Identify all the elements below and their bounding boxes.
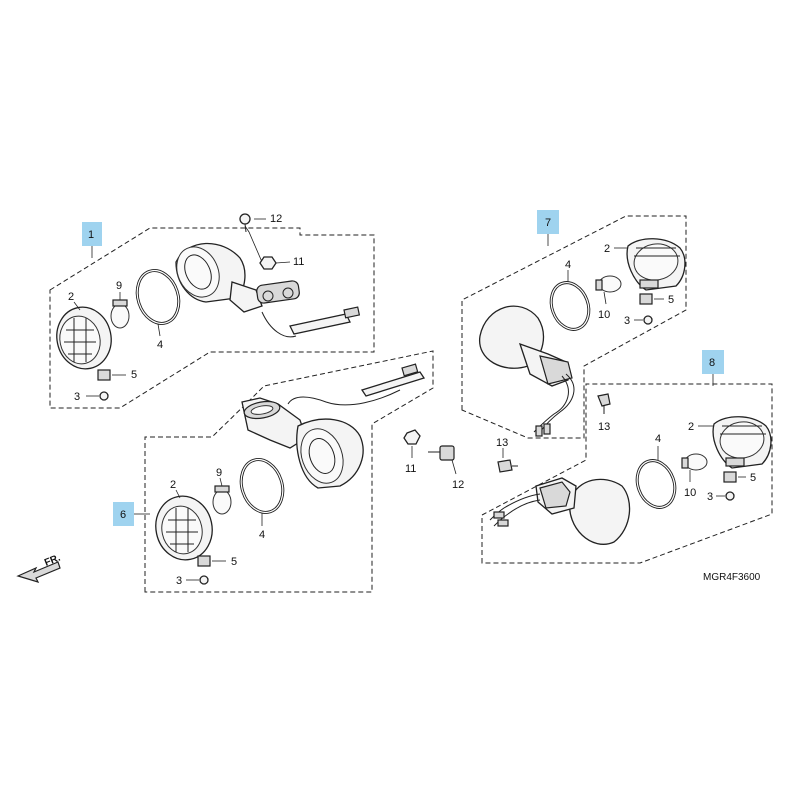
- assembly-front-left: 12 11 4 9 2 5: [49, 213, 375, 409]
- assembly-front-right: 11 12 4 9 2: [113, 350, 464, 593]
- callout-12: 12: [270, 213, 282, 225]
- lens: [155, 495, 213, 561]
- rear-bolt-upper: [597, 393, 611, 414]
- callout-3: 3: [176, 575, 182, 587]
- callout-4: 4: [655, 433, 661, 445]
- winker-housing: [489, 477, 631, 545]
- bulb: [595, 275, 622, 293]
- callout-5: 5: [131, 369, 137, 381]
- lens: [626, 238, 686, 291]
- screw: [99, 391, 109, 401]
- lens: [56, 306, 112, 370]
- nut: [639, 293, 653, 305]
- bulb: [110, 299, 130, 329]
- rear-bolt-lower: [497, 459, 518, 473]
- rubber-ring: [135, 269, 181, 325]
- nut: [97, 369, 111, 381]
- group-tag-8: 8: [709, 357, 715, 369]
- assembly-rear-right: 4 10 2 5 3 8: [481, 350, 773, 564]
- callout-10: 10: [684, 487, 696, 499]
- callout-4: 4: [157, 339, 163, 351]
- nut: [197, 555, 211, 567]
- rubber-ring: [549, 281, 591, 331]
- assembly-outline: [49, 227, 375, 409]
- screw: [643, 315, 653, 325]
- screw: [199, 575, 209, 585]
- callout-9: 9: [216, 467, 222, 479]
- assembly-outline: [144, 350, 434, 593]
- callout-5: 5: [668, 294, 674, 306]
- callout-2: 2: [688, 421, 694, 433]
- bulb: [681, 453, 708, 471]
- group-tag-6: 6: [120, 509, 126, 521]
- winker-housing: [479, 305, 575, 437]
- bracket-nut: [259, 256, 277, 270]
- group-tag-7: 7: [545, 217, 551, 229]
- group-tag-box: [537, 210, 559, 234]
- callout-9: 9: [116, 280, 122, 292]
- lens: [712, 416, 772, 469]
- callout-3: 3: [707, 491, 713, 503]
- assembly-outline: [461, 215, 687, 439]
- bracket-bolt: [428, 445, 455, 461]
- group-tag-box: [702, 350, 724, 374]
- group-tag-box: [82, 222, 102, 246]
- callout-13: 13: [598, 421, 610, 433]
- callout-4: 4: [259, 529, 265, 541]
- group-tag-1: 1: [88, 229, 94, 241]
- diagram-code: MGR4F3600: [703, 572, 761, 583]
- front-direction-indicator: FR.: [16, 552, 62, 583]
- callout-13: 13: [496, 437, 508, 449]
- callout-11: 11: [293, 256, 304, 268]
- group-tag-box: [113, 502, 134, 526]
- callout-4: 4: [565, 259, 571, 271]
- callout-3: 3: [624, 315, 630, 327]
- callout-12: 12: [452, 479, 464, 491]
- winker-housing: [175, 242, 361, 338]
- nut: [723, 471, 737, 483]
- callout-2: 2: [170, 479, 176, 491]
- callout-2: 2: [604, 243, 610, 255]
- screw: [725, 491, 735, 501]
- callout-2: 2: [68, 291, 74, 303]
- callout-11: 11: [405, 463, 416, 475]
- winker-housing: [241, 363, 426, 489]
- bulb: [212, 485, 232, 515]
- callout-5: 5: [231, 556, 237, 568]
- bracket-nut: [403, 429, 421, 445]
- callout-3: 3: [74, 391, 80, 403]
- callout-5: 5: [750, 472, 756, 484]
- assembly-outline: [481, 383, 773, 564]
- rubber-ring: [239, 458, 285, 514]
- callout-10: 10: [598, 309, 610, 321]
- rubber-ring: [635, 459, 677, 509]
- assembly-rear-left: 4 10 2 5 3 7: [461, 210, 687, 439]
- bracket-bolt: [239, 213, 251, 233]
